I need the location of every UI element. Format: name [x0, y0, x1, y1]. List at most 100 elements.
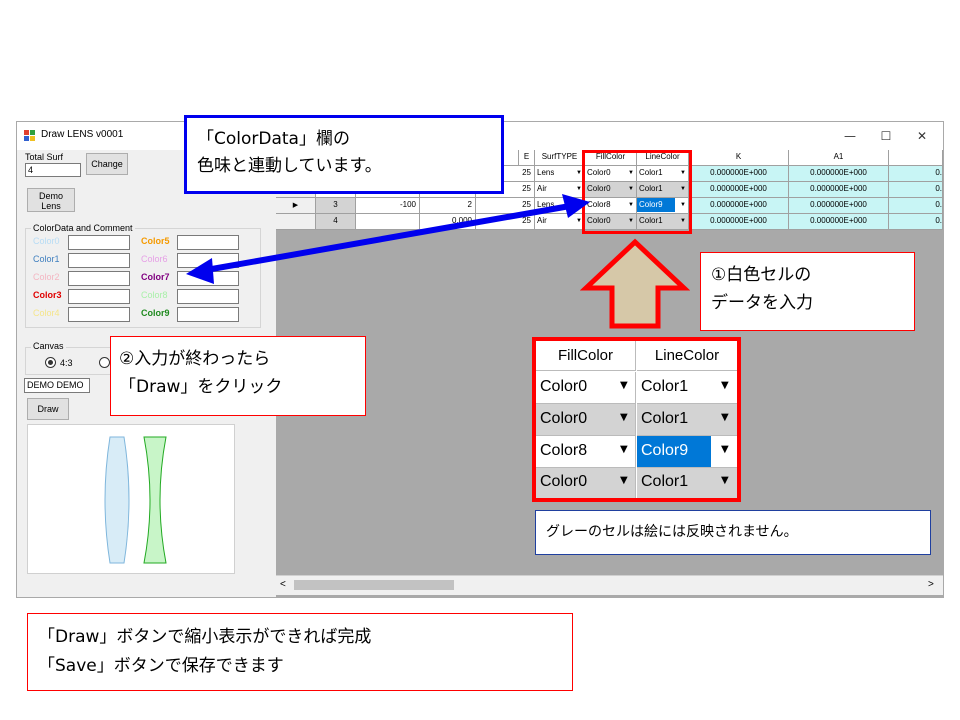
canvas-group-label: Canvas: [31, 341, 66, 351]
linecolor-dropdown[interactable]: Color1▼: [637, 182, 689, 198]
table-cell[interactable]: 0.000000E+000: [789, 198, 889, 214]
grid-highlight-box: [582, 150, 692, 234]
white-cell-callout-line2: データを入力: [711, 293, 813, 313]
lens-shape-1: [104, 436, 130, 564]
scroll-left-icon[interactable]: <: [280, 579, 286, 590]
table-cell[interactable]: 0.000000E+000: [689, 198, 789, 214]
color1-input[interactable]: [68, 253, 130, 268]
color5-input[interactable]: [177, 235, 239, 250]
color4-label: Color4: [33, 308, 60, 318]
dropdown-arrow-icon: ▼: [721, 380, 729, 391]
minimize-button[interactable]: —: [844, 129, 856, 143]
grid-header-e: E: [519, 150, 535, 166]
table-cell[interactable]: 0.: [889, 214, 943, 230]
scroll-thumb[interactable]: [294, 580, 454, 590]
preview-canvas: [27, 424, 235, 574]
up-arrow-icon: [580, 238, 690, 329]
arrowhead-right-icon: [562, 194, 590, 218]
colordata-group-label: ColorData and Comment: [31, 223, 135, 233]
color8-input[interactable]: [177, 289, 239, 304]
colordata-callout: 「ColorData」欄の 色味と連動しています。: [184, 115, 504, 194]
row-header[interactable]: ▶: [276, 198, 316, 214]
comment-input[interactable]: DEMO DEMO: [24, 378, 90, 393]
change-button[interactable]: Change: [86, 153, 128, 175]
zoom-header-fillcolor: FillColor: [536, 341, 636, 371]
row-header[interactable]: [276, 214, 316, 230]
table-cell[interactable]: 0.000000E+000: [789, 166, 889, 182]
table-cell[interactable]: 0.: [889, 182, 943, 198]
zoom-line-dropdown[interactable]: Color1 ▼: [637, 372, 737, 404]
table-cell[interactable]: 0.000000E+000: [789, 182, 889, 198]
color5-label: Color5: [141, 236, 170, 246]
app-icon: [24, 130, 36, 141]
fillcolor-dropdown[interactable]: Color0▼: [585, 214, 637, 230]
table-cell[interactable]: 2: [420, 198, 476, 214]
zoom-fill-dropdown[interactable]: Color0 ▼: [536, 372, 636, 404]
white-cell-callout-line1: ①白色セルの: [711, 265, 812, 285]
grid-header-linecolor: LineColor: [637, 150, 689, 166]
fillcolor-dropdown[interactable]: Color0▼: [585, 166, 637, 182]
grid-header-a1: A1: [789, 150, 889, 166]
color0-input[interactable]: [68, 235, 130, 250]
zoom-line-dropdown[interactable]: Color9 ▼: [637, 436, 737, 468]
demo-lens-button[interactable]: Demo Lens: [27, 188, 75, 212]
zoomed-color-grid: FillColor LineColor Color0 ▼ Color1 ▼ Co…: [532, 337, 741, 502]
draw-callout-line2: 「Draw」をクリック: [119, 377, 283, 397]
color9-label: Color9: [141, 308, 170, 318]
total-surf-input[interactable]: 4: [25, 163, 81, 177]
table-cell[interactable]: [356, 214, 420, 230]
zoom-fill-dropdown[interactable]: Color8 ▼: [536, 436, 636, 468]
table-cell[interactable]: 0.: [889, 198, 943, 214]
horizontal-scrollbar[interactable]: < >: [276, 575, 943, 595]
zoom-fill-dropdown[interactable]: Color0 ▼: [536, 468, 636, 498]
fillcolor-dropdown[interactable]: Color0▼: [585, 182, 637, 198]
dropdown-arrow-icon: ▼: [620, 475, 628, 486]
linecolor-dropdown[interactable]: Color1▼: [637, 214, 689, 230]
table-cell[interactable]: -100: [356, 198, 420, 214]
scroll-right-icon[interactable]: >: [928, 579, 934, 590]
color0-label: Color0: [33, 236, 60, 246]
white-cell-callout: ①白色セルの データを入力: [700, 252, 915, 331]
grid-header-fillcolor: FillColor: [585, 150, 637, 166]
color3-input[interactable]: [68, 289, 130, 304]
color6-label: Color6: [141, 254, 168, 264]
draw-callout: ②入力が終わったら 「Draw」をクリック: [110, 336, 366, 416]
dropdown-arrow-icon: ▼: [721, 444, 729, 455]
maximize-button[interactable]: ☐: [880, 129, 892, 143]
table-cell[interactable]: 0.000000E+000: [689, 214, 789, 230]
draw-button[interactable]: Draw: [27, 398, 69, 420]
dropdown-arrow-icon: ▼: [721, 475, 729, 486]
dropdown-arrow-icon: ▼: [620, 412, 628, 423]
color4-input[interactable]: [68, 307, 130, 322]
zoom-fill-dropdown[interactable]: Color0 ▼: [536, 404, 636, 436]
color2-input[interactable]: [68, 271, 130, 286]
radio-4-3[interactable]: [45, 357, 56, 368]
zoom-line-dropdown[interactable]: Color1 ▼: [637, 468, 737, 498]
fillcolor-dropdown[interactable]: Color8▼: [585, 198, 637, 214]
table-cell[interactable]: 0.000000E+000: [689, 166, 789, 182]
color1-label: Color1: [33, 254, 60, 264]
zoom-header-linecolor: LineColor: [637, 341, 737, 371]
grid-header-a2: [889, 150, 943, 166]
table-cell[interactable]: 0.000000E+000: [789, 214, 889, 230]
footer-note: 「Draw」ボタンで縮小表示ができれば完成 「Save」ボタンで保存できます: [27, 613, 573, 691]
linecolor-dropdown[interactable]: Color1▼: [637, 166, 689, 182]
dropdown-arrow-icon: ▼: [721, 412, 729, 423]
total-surf-label: Total Surf: [25, 152, 64, 162]
linecolor-dropdown[interactable]: Color9▼: [637, 198, 689, 214]
close-button[interactable]: ✕: [916, 129, 928, 143]
table-cell[interactable]: 3: [316, 198, 356, 214]
color7-label: Color7: [141, 272, 170, 282]
zoom-line-dropdown[interactable]: Color1 ▼: [637, 404, 737, 436]
table-cell[interactable]: 0.000000E+000: [689, 182, 789, 198]
table-cell[interactable]: 4: [316, 214, 356, 230]
table-cell[interactable]: 0.: [889, 166, 943, 182]
color9-input[interactable]: [177, 307, 239, 322]
radio-other[interactable]: [99, 357, 110, 368]
table-cell[interactable]: 25: [476, 198, 535, 214]
dropdown-arrow-icon: ▼: [620, 444, 628, 455]
color3-label: Color3: [33, 290, 62, 300]
window-title: Draw LENS v0001: [41, 129, 124, 140]
footer-note-line1: 「Draw」ボタンで縮小表示ができれば完成: [38, 627, 372, 647]
